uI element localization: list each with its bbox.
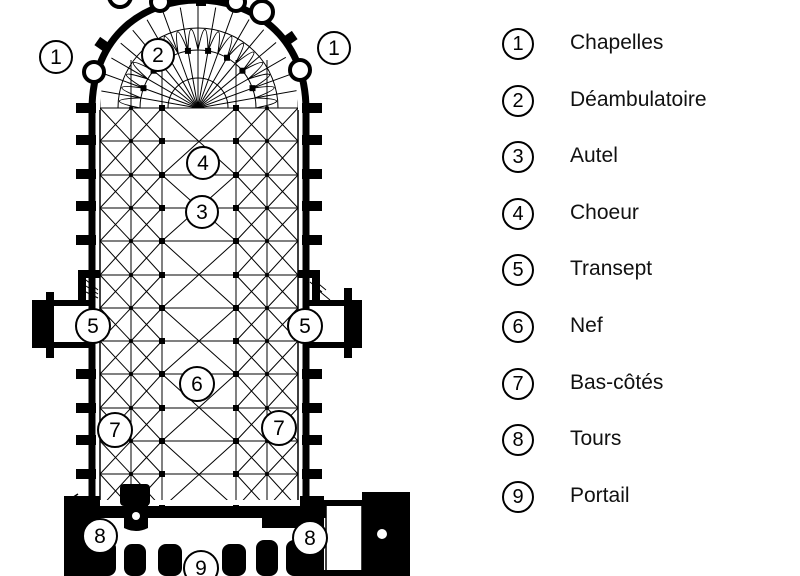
plan-marker: 5: [75, 308, 111, 344]
plan-marker: 8: [82, 518, 118, 554]
legend-label: Déambulatoire: [570, 87, 707, 111]
legend-item: 8 Tours: [498, 424, 788, 481]
chapels: [82, 0, 312, 84]
legend-label: Autel: [570, 144, 618, 168]
legend-number: 7: [502, 367, 534, 400]
legend-number: 2: [502, 84, 534, 117]
legend-number: 8: [502, 424, 534, 457]
plan-marker: 8: [292, 520, 328, 556]
legend-number: 3: [502, 141, 534, 174]
legend-number: 6: [502, 310, 534, 343]
transept-stairs: [85, 279, 331, 301]
svg-text:2: 2: [152, 44, 164, 67]
svg-text:7: 7: [273, 417, 285, 440]
legend-label: Choeur: [570, 200, 639, 224]
svg-text:1: 1: [328, 37, 340, 60]
svg-text:1: 1: [50, 46, 62, 69]
legend-item: 3 Autel: [498, 141, 788, 198]
svg-text:6: 6: [191, 373, 203, 396]
plan-markers: 1 1 2 4 3 5 5 6 7 7 8 8 9: [39, 31, 351, 576]
svg-text:3: 3: [196, 201, 208, 224]
svg-text:4: 4: [197, 152, 209, 175]
legend-label: Portail: [570, 483, 630, 507]
cathedral-floor-plan: 1 1 2 4 3 5 5 6 7 7 8 8 9: [32, 0, 410, 576]
svg-text:7: 7: [109, 419, 121, 442]
legend-item: 9 Portail: [498, 480, 788, 538]
legend: 1 Chapelles 2 Déambulatoire 3 Autel 4 Choeur 5 Tr…: [498, 28, 788, 537]
plan-marker: 5: [287, 308, 323, 344]
plan-marker: 3: [185, 195, 219, 229]
legend-item: 5 Transept: [498, 254, 788, 311]
plan-marker: 4: [186, 146, 220, 180]
plan-marker: 7: [261, 410, 297, 446]
legend-item: 6 Nef: [498, 310, 788, 368]
tower-stairs: [132, 512, 387, 539]
legend-item: 1 Chapelles: [498, 28, 788, 85]
buttresses: [76, 103, 322, 479]
transept: [32, 270, 362, 358]
chapel-buttresses: [94, 0, 298, 54]
svg-text:9: 9: [195, 557, 207, 576]
legend-label: Chapelles: [570, 31, 664, 54]
legend-item: 7 Bas-côtés: [498, 367, 788, 425]
plan-marker: 1: [39, 40, 73, 74]
legend-label: Transept: [570, 257, 653, 281]
legend-label: Bas-côtés: [570, 370, 664, 394]
plan-marker: 1: [317, 31, 351, 65]
legend-item: 2 Déambulatoire: [498, 84, 788, 142]
legend-item: 4 Choeur: [498, 197, 788, 255]
plan-marker: 2: [141, 38, 175, 72]
legend-label: Nef: [570, 313, 603, 337]
svg-text:5: 5: [299, 315, 311, 338]
legend-number: 9: [502, 480, 534, 513]
svg-text:8: 8: [304, 527, 316, 550]
legend-label: Tours: [570, 427, 622, 451]
plan-marker: 7: [97, 412, 133, 448]
legend-number: 1: [502, 28, 534, 60]
pillars: [129, 47, 269, 511]
legend-number: 4: [502, 197, 534, 230]
legend-number: 5: [502, 254, 534, 287]
plan-marker: 6: [179, 366, 215, 402]
svg-text:8: 8: [94, 525, 106, 548]
plan-marker: 9: [183, 550, 219, 576]
svg-text:5: 5: [87, 315, 99, 338]
